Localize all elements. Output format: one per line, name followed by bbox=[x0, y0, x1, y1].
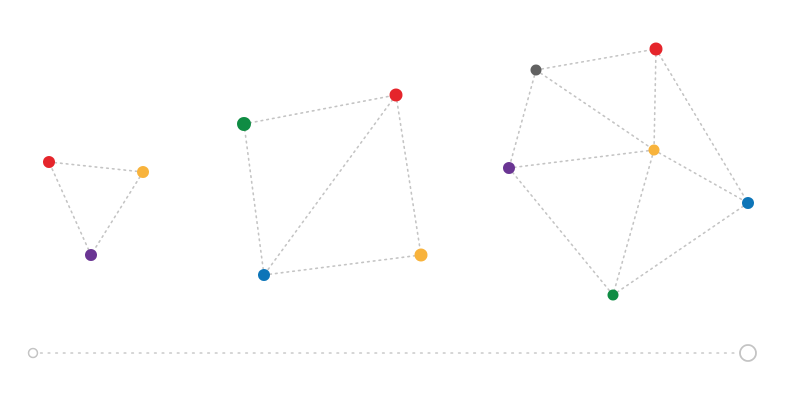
slider-handle[interactable] bbox=[739, 344, 757, 362]
edge-n3-n4 bbox=[263, 254, 422, 276]
node-red[interactable] bbox=[649, 42, 663, 56]
node-purple[interactable] bbox=[503, 162, 515, 174]
node-green[interactable] bbox=[607, 289, 619, 301]
edge-n3-n5 bbox=[653, 149, 749, 204]
edge-n2-n5 bbox=[655, 48, 749, 204]
edge-n3-n1 bbox=[48, 161, 92, 256]
graph-1 bbox=[43, 156, 149, 261]
edge-n2-n4 bbox=[395, 94, 422, 256]
graphs-layer bbox=[43, 42, 754, 301]
slider-start-marker bbox=[27, 347, 39, 359]
node-purple[interactable] bbox=[85, 249, 97, 261]
edge-n2-n3 bbox=[653, 48, 657, 151]
node-blue[interactable] bbox=[258, 269, 270, 281]
edge-n1-n2 bbox=[535, 48, 657, 71]
edge-n3-n6 bbox=[612, 149, 655, 296]
node-orange[interactable] bbox=[648, 144, 660, 156]
progress-slider[interactable] bbox=[27, 344, 757, 362]
edge-n4-n6 bbox=[508, 167, 614, 296]
node-gray[interactable] bbox=[530, 64, 542, 76]
edge-n1-n3 bbox=[535, 69, 655, 151]
graph-2 bbox=[237, 88, 428, 281]
edge-n1-n4 bbox=[508, 69, 537, 169]
edge-n5-n6 bbox=[612, 202, 749, 296]
edge-n3-n4 bbox=[508, 149, 655, 169]
edge-n1-n2 bbox=[48, 161, 144, 173]
node-orange[interactable] bbox=[414, 248, 428, 262]
node-blue[interactable] bbox=[742, 197, 754, 209]
graph-3 bbox=[503, 42, 754, 301]
node-red[interactable] bbox=[389, 88, 403, 102]
node-orange[interactable] bbox=[137, 166, 149, 178]
edge-n2-n3 bbox=[90, 171, 144, 256]
edge-n1-n2 bbox=[243, 94, 397, 125]
node-green[interactable] bbox=[237, 117, 251, 131]
edge-n2-n3 bbox=[263, 94, 397, 276]
node-red[interactable] bbox=[43, 156, 55, 168]
edge-n1-n3 bbox=[243, 123, 265, 276]
